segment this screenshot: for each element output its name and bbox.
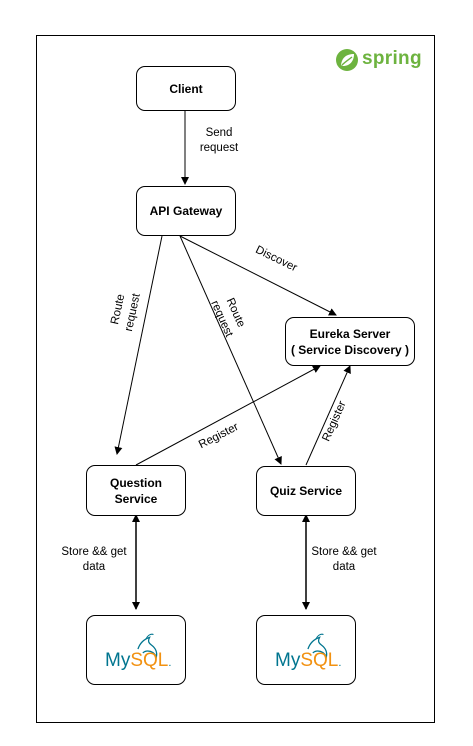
- mysql-dot: .: [168, 657, 172, 669]
- diagram-frame: [36, 35, 435, 723]
- spring-leaf-icon: [336, 49, 358, 71]
- edge-quiz-eureka: [305, 365, 351, 466]
- mysql-wordmark: MySQL.: [275, 650, 341, 674]
- client-label: Client: [169, 81, 203, 96]
- quiz-service-node: Quiz Service: [256, 466, 356, 516]
- mysql-dolphin-icon: [137, 633, 158, 659]
- send-request-label: Send request: [199, 127, 239, 154]
- quiz-label: Quiz Service: [269, 484, 343, 498]
- mysql-sql: SQL: [300, 650, 339, 671]
- mysql-sql: SQL: [130, 650, 169, 671]
- api-gateway-node: API Gateway: [136, 186, 236, 236]
- eureka-label-line1: Eureka Server: [309, 326, 391, 341]
- edge-gateway-question: [114, 235, 163, 455]
- edge-question-eureka: [135, 365, 321, 466]
- eureka-label-line2: ( Service Discovery ): [290, 342, 410, 357]
- api-gateway-label: API Gateway: [149, 204, 223, 218]
- mysql-dolphin-icon: [307, 633, 328, 659]
- store-get-data-right-label: Store && get data: [311, 546, 377, 573]
- mysql-my: My: [275, 650, 301, 671]
- client-node: Client: [136, 66, 236, 111]
- spring-logo: spring: [334, 47, 424, 73]
- mysql-wordmark: MySQL.: [105, 650, 171, 674]
- question-label-line2: Service: [114, 491, 158, 506]
- mysql-dot: .: [338, 657, 342, 669]
- eureka-server-node: Eureka Server ( Service Discovery ): [285, 317, 415, 366]
- edge-gateway-eureka: [179, 235, 337, 316]
- mysql-database-left: MySQL.: [86, 615, 186, 685]
- mysql-my: My: [105, 650, 131, 671]
- spring-wordmark: spring: [362, 48, 422, 69]
- store-get-data-left-label: Store && get data: [61, 546, 127, 573]
- mysql-database-right: MySQL.: [256, 615, 356, 685]
- question-label-line1: Question: [109, 475, 162, 490]
- question-service-node: Question Service: [86, 465, 186, 516]
- edge-gateway-quiz: [179, 235, 282, 465]
